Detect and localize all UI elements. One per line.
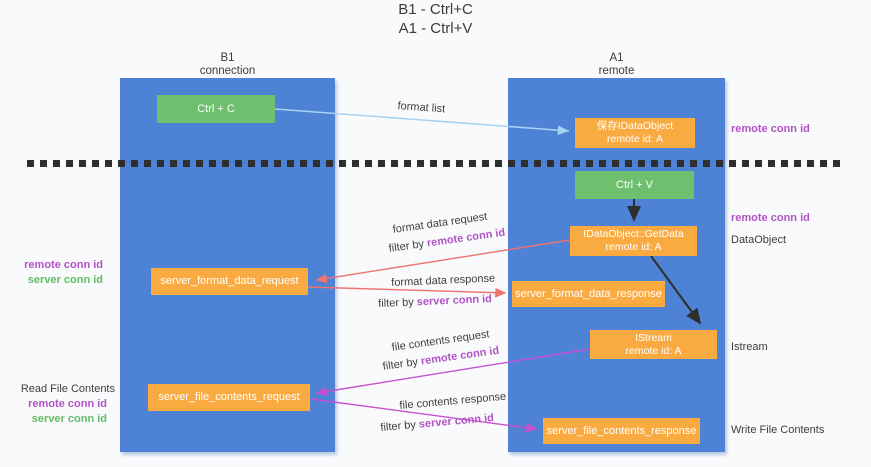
left-remote-conn-id-2: remote conn id (28, 398, 107, 410)
node-ctrl-v-label: Ctrl + V (616, 178, 653, 191)
filter-by-text: filter by (382, 355, 422, 373)
edge-label-filter-server-2: filter by server conn id (380, 412, 494, 434)
left-label-group-read-file: Read File Contents remote conn id server… (0, 382, 115, 427)
remote-conn-id-text: remote conn id (426, 226, 506, 250)
edge-label-format-list: format list (397, 100, 445, 115)
server-conn-id-text: server conn id (418, 412, 495, 431)
node-istream-line2: remote id: A (625, 344, 682, 357)
node-idataobject-getdata: IDataObject::GetData remote id: A (570, 226, 697, 256)
right-remote-conn-id-mid: remote conn id (731, 212, 810, 224)
node-server-file-contents-request: server_file_contents_request (148, 384, 310, 411)
title-line-2: A1 - Ctrl+V (398, 20, 473, 37)
filter-by-text: filter by (388, 237, 428, 255)
left-server-conn-id: server conn id (27, 274, 103, 286)
node-ctrl-c: Ctrl + C (157, 95, 275, 123)
format-data-response-text: format data response (391, 272, 496, 289)
left-remote-conn-id: remote conn id (24, 259, 103, 271)
node-ctrl-c-label: Ctrl + C (197, 102, 235, 115)
format-list-text: format list (397, 100, 446, 116)
right-write-file-contents-label: Write File Contents (731, 424, 825, 436)
node-server-file-contents-response: server_file_contents_response (543, 418, 700, 444)
title-line-1: B1 - Ctrl+C (398, 1, 473, 18)
right-remote-conn-id-top: remote conn id (731, 123, 810, 135)
dashed-divider (27, 160, 843, 167)
node-fmt-resp-label: server_format_data_response (515, 287, 662, 300)
right-istream-label: Istream (731, 341, 768, 353)
lane-a1-name: A1 (609, 52, 624, 64)
node-ctrl-v: Ctrl + V (575, 171, 694, 199)
node-file-resp-label: server_file_contents_response (546, 424, 697, 437)
node-getdata-line1: IDataObject::GetData (583, 228, 684, 240)
edge-label-format-data-response: format data response (391, 272, 495, 289)
node-fmt-req-label: server_format_data_request (160, 275, 299, 287)
left-server-conn-id-2: server conn id (31, 413, 107, 425)
file-contents-response-text: file contents response (399, 390, 507, 412)
server-conn-id-text: server conn id (416, 293, 493, 309)
lane-b1-name: B1 (220, 52, 235, 64)
lane-header-a1: A1 remote (508, 52, 725, 78)
node-getdata-line2: remote id: A (605, 241, 662, 253)
edge-label-filter-server-1: filter by server conn id (378, 293, 492, 310)
diagram-title: B1 - Ctrl+C A1 - Ctrl+V (0, 0, 871, 38)
lane-header-b1: B1 connection (120, 52, 335, 78)
read-file-contents-label: Read File Contents (20, 383, 115, 395)
node-istream: IStream remote id: A (590, 330, 717, 359)
node-server-format-data-response: server_format_data_response (512, 281, 665, 307)
edge-label-file-contents-response: file contents response (399, 391, 507, 412)
lane-a1-role: remote (598, 65, 635, 77)
node-file-req-label: server_file_contents_request (158, 391, 300, 403)
left-label-group-conn-ids: remote conn id server conn id (0, 258, 103, 288)
node-server-format-data-request: server_format_data_request (151, 268, 308, 295)
filter-by-text: filter by (378, 296, 418, 310)
lane-b1-role: connection (199, 65, 256, 77)
node-istream-line1: IStream (635, 331, 672, 344)
filter-by-text: filter by (380, 418, 420, 434)
node-save-line1: 保存IDataObject (596, 120, 674, 132)
right-dataobject-label: DataObject (731, 234, 787, 246)
node-save-idataobject: 保存IDataObject remote id: A (575, 118, 695, 148)
node-save-line2: remote id: A (606, 133, 664, 145)
